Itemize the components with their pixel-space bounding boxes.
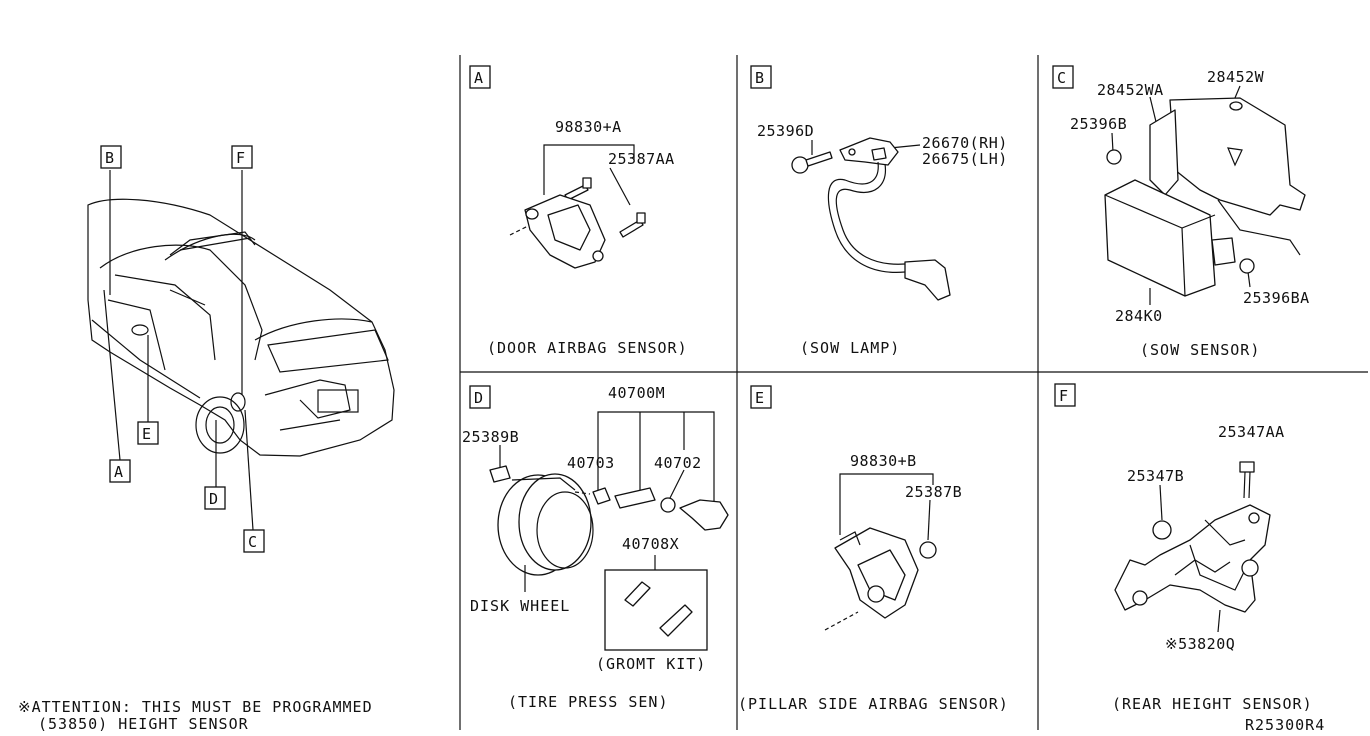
vehicle-label-b [100,145,122,169]
panel-c-letter: C [1057,69,1067,87]
panel-c: C 28452WA 28452W 25396B 25396BA 284K0 (S… [1052,65,1310,359]
part-25396d: 25396D [757,122,814,140]
vehicle-label-e [137,421,159,445]
vehicle-label-f-text: F [236,149,246,167]
vehicle-label-b-text: B [105,149,115,167]
panel-b-letter: B [755,69,765,87]
vehicle-label-a [109,459,131,483]
part-53820q: ※53820Q [1165,635,1235,653]
vehicle-label-c [243,529,265,553]
panel-e-letter: E [755,389,765,407]
part-25387aa: 25387AA [608,150,675,168]
panel-b-caption: (SOW LAMP) [800,339,900,357]
panel-a-letter: A [474,69,484,87]
panel-c-caption: (SOW SENSOR) [1140,341,1260,359]
part-disk-wheel: DISK WHEEL [470,597,570,615]
vehicle-illustration: B F E A D C [87,145,395,553]
part-28452wa: 28452WA [1097,81,1164,99]
vehicle-label-d-text: D [209,490,219,508]
part-40700m: 40700M [608,384,665,402]
vehicle-label-d [204,486,226,510]
vehicle-label-f [231,145,253,169]
panel-a-caption: (DOOR AIRBAG SENSOR) [487,339,688,357]
part-gromt-kit: (GROMT KIT) [596,655,706,673]
part-26670-rh: 26670(RH) [922,134,1008,152]
part-25347aa: 25347AA [1218,423,1285,441]
attention-note-line2: (53850) HEIGHT SENSOR [38,715,249,733]
diagram-id: R25300R4 [1245,716,1325,734]
vehicle-label-a-text: A [114,463,124,481]
part-25387b: 25387B [905,483,962,501]
part-98830-a: 98830+A [555,118,622,136]
panel-grid [459,55,1368,730]
panel-f-caption: (REAR HEIGHT SENSOR) [1112,695,1313,713]
panel-b: B 25396D 26670(RH) 26675(LH) (SOW LAMP) [750,65,1008,357]
panel-d: D 40700M 25389B 40703 40702 40708X DISK … [462,384,729,711]
part-284k0: 284K0 [1115,307,1163,325]
attention-note-line1: ※ATTENTION: THIS MUST BE PROGRAMMED [18,698,373,716]
part-40708x: 40708X [622,535,679,553]
part-25396b: 25396B [1070,115,1127,133]
part-98830-b: 98830+B [850,452,917,470]
panel-f: F 25347AA 25347B ※53820Q (REAR HEIGHT SE… [1054,383,1313,713]
panel-d-caption: (TIRE PRESS SEN) [508,693,669,711]
part-25396ba: 25396BA [1243,289,1310,307]
panel-a: A 98830+A 25387AA (DOOR AIRBAG SENSOR) [469,65,688,357]
panel-e-caption: (PILLAR SIDE AIRBAG SENSOR) [738,695,1009,713]
panel-e: E 98830+B 25387B (PILLAR SIDE AIRBAG SEN… [738,385,1009,713]
panel-d-letter: D [474,389,484,407]
vehicle-label-e-text: E [142,425,152,443]
part-28452w: 28452W [1207,68,1265,86]
part-26675-lh: 26675(LH) [922,150,1008,168]
vehicle-label-c-text: C [248,533,258,551]
part-40703: 40703 [567,454,615,472]
panel-f-letter: F [1059,387,1069,405]
part-40702: 40702 [654,454,702,472]
part-25347b: 25347B [1127,467,1184,485]
part-25389b: 25389B [462,428,519,446]
